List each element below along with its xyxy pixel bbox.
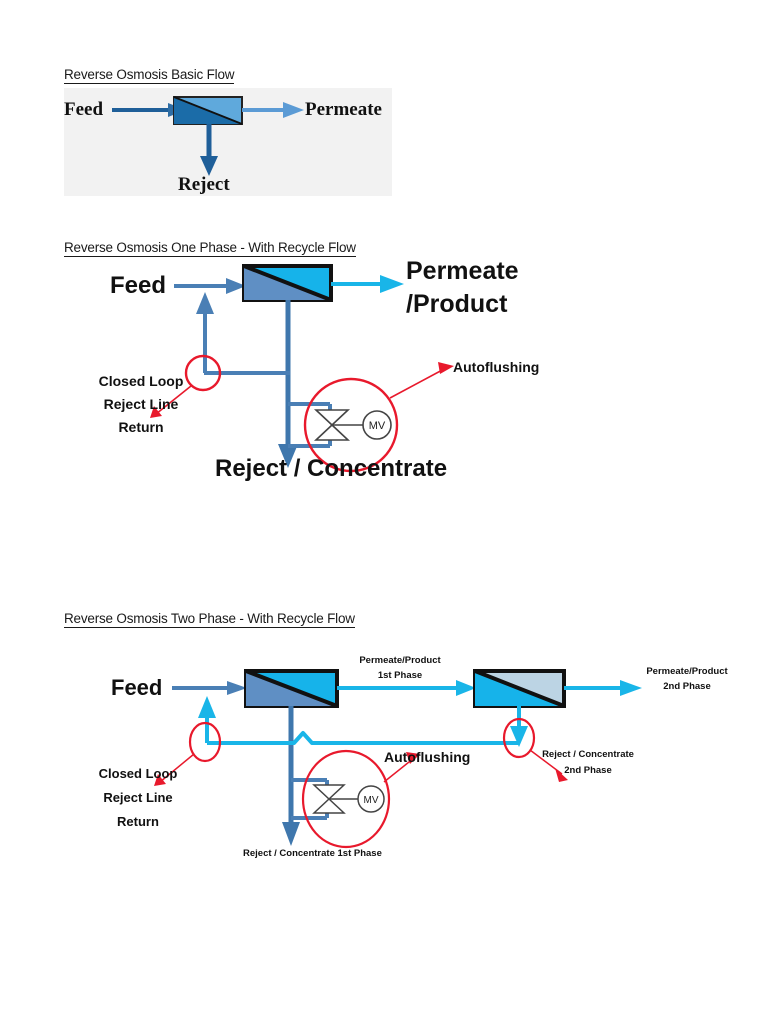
permeate-second-phase-arrow (564, 680, 642, 696)
two-phase-closed-loop-label-line1: Closed Loop (98, 766, 178, 781)
two-phase-feed-label: Feed (111, 675, 163, 700)
motorized-valve-symbol: MV (312, 784, 385, 814)
one-phase-autoflushing-label: Autoflushing (453, 359, 540, 375)
svg-text:MV: MV (369, 420, 386, 432)
section-title-one-phase: Reverse Osmosis One Phase - With Recycle… (64, 240, 356, 257)
section-title-two-phase: Reverse Osmosis Two Phase - With Recycle… (64, 611, 355, 628)
recycle-return-arrow (196, 292, 214, 373)
two-phase-permeate-second-label-line2: 2nd Phase (663, 681, 711, 692)
autoflushing-callout-arrow (383, 752, 420, 783)
one-phase-permeate-label-line2: /Product (406, 290, 508, 318)
closed-loop-callout-arrow (154, 753, 195, 786)
one-phase-closed-loop-label-line1: Closed Loop (98, 373, 184, 389)
one-phase-closed-loop-label-line3: Return (118, 419, 164, 435)
two-phase-closed-loop-label-line2: Reject Line (103, 790, 173, 805)
motorized-valve-symbol: MV (313, 409, 392, 441)
svg-text:MV: MV (364, 795, 379, 806)
one-phase-reject-label: Reject / Concentrate (215, 455, 448, 482)
permeate-first-phase-arrow (337, 680, 476, 696)
section-title-basic-flow: Reverse Osmosis Basic Flow (64, 67, 235, 84)
closed-loop-highlight-circle (188, 721, 222, 763)
reject-flow-arrow (200, 124, 218, 176)
closed-loop-callout-arrow (150, 385, 192, 418)
autoflushing-callout-arrow (389, 362, 454, 399)
feed-flow-arrow (172, 681, 247, 695)
two-phase-autoflushing-label: Autoflushing (384, 749, 471, 765)
reject-main-line (278, 300, 298, 468)
membrane-module-one-phase (242, 264, 333, 302)
basic-feed-label: Feed (64, 99, 104, 120)
permeate-flow-arrow (242, 102, 304, 118)
one-phase-diagram: MV (64, 258, 564, 488)
reject-first-phase-line (282, 706, 300, 846)
two-phase-permeate-second-label-line1: Permeate/Product (646, 666, 728, 677)
two-phase-reject-first-label: Reject / Concentrate 1st Phase (243, 848, 382, 859)
membrane-module-first-phase (244, 669, 339, 708)
recycle-loop-line (198, 696, 519, 745)
basic-permeate-label: Permeate (305, 99, 382, 120)
membrane-module-second-phase (473, 669, 566, 708)
two-phase-permeate-first-label-line2: 1st Phase (377, 670, 423, 681)
two-phase-diagram: MV (64, 650, 764, 865)
feed-flow-arrow (174, 278, 246, 294)
two-phase-closed-loop-label-line3: Return (117, 814, 159, 829)
two-phase-permeate-first-label-line1: Permeate/Product (359, 655, 441, 666)
basic-reject-label: Reject (178, 174, 230, 195)
one-phase-feed-label: Feed (110, 272, 167, 299)
closed-loop-highlight-circle (184, 354, 222, 392)
autoflushing-highlight-circle (301, 749, 391, 849)
two-phase-reject-second-label-line2: 2nd Phase (564, 765, 612, 776)
one-phase-permeate-label-line1: Permeate (406, 257, 519, 285)
permeate-flow-arrow (331, 275, 404, 293)
two-phase-reject-second-label-line1: Reject / Concentrate (542, 749, 634, 760)
reject-second-phase-line (510, 706, 528, 747)
autoflushing-highlight-circle (303, 377, 399, 473)
basic-flow-diagram (64, 88, 404, 198)
reject-second-phase-callout-arrow (529, 749, 568, 782)
one-phase-closed-loop-label-line2: Reject Line (103, 396, 179, 412)
reject-second-phase-highlight-circle (502, 717, 536, 759)
membrane-module-basic (173, 96, 243, 125)
